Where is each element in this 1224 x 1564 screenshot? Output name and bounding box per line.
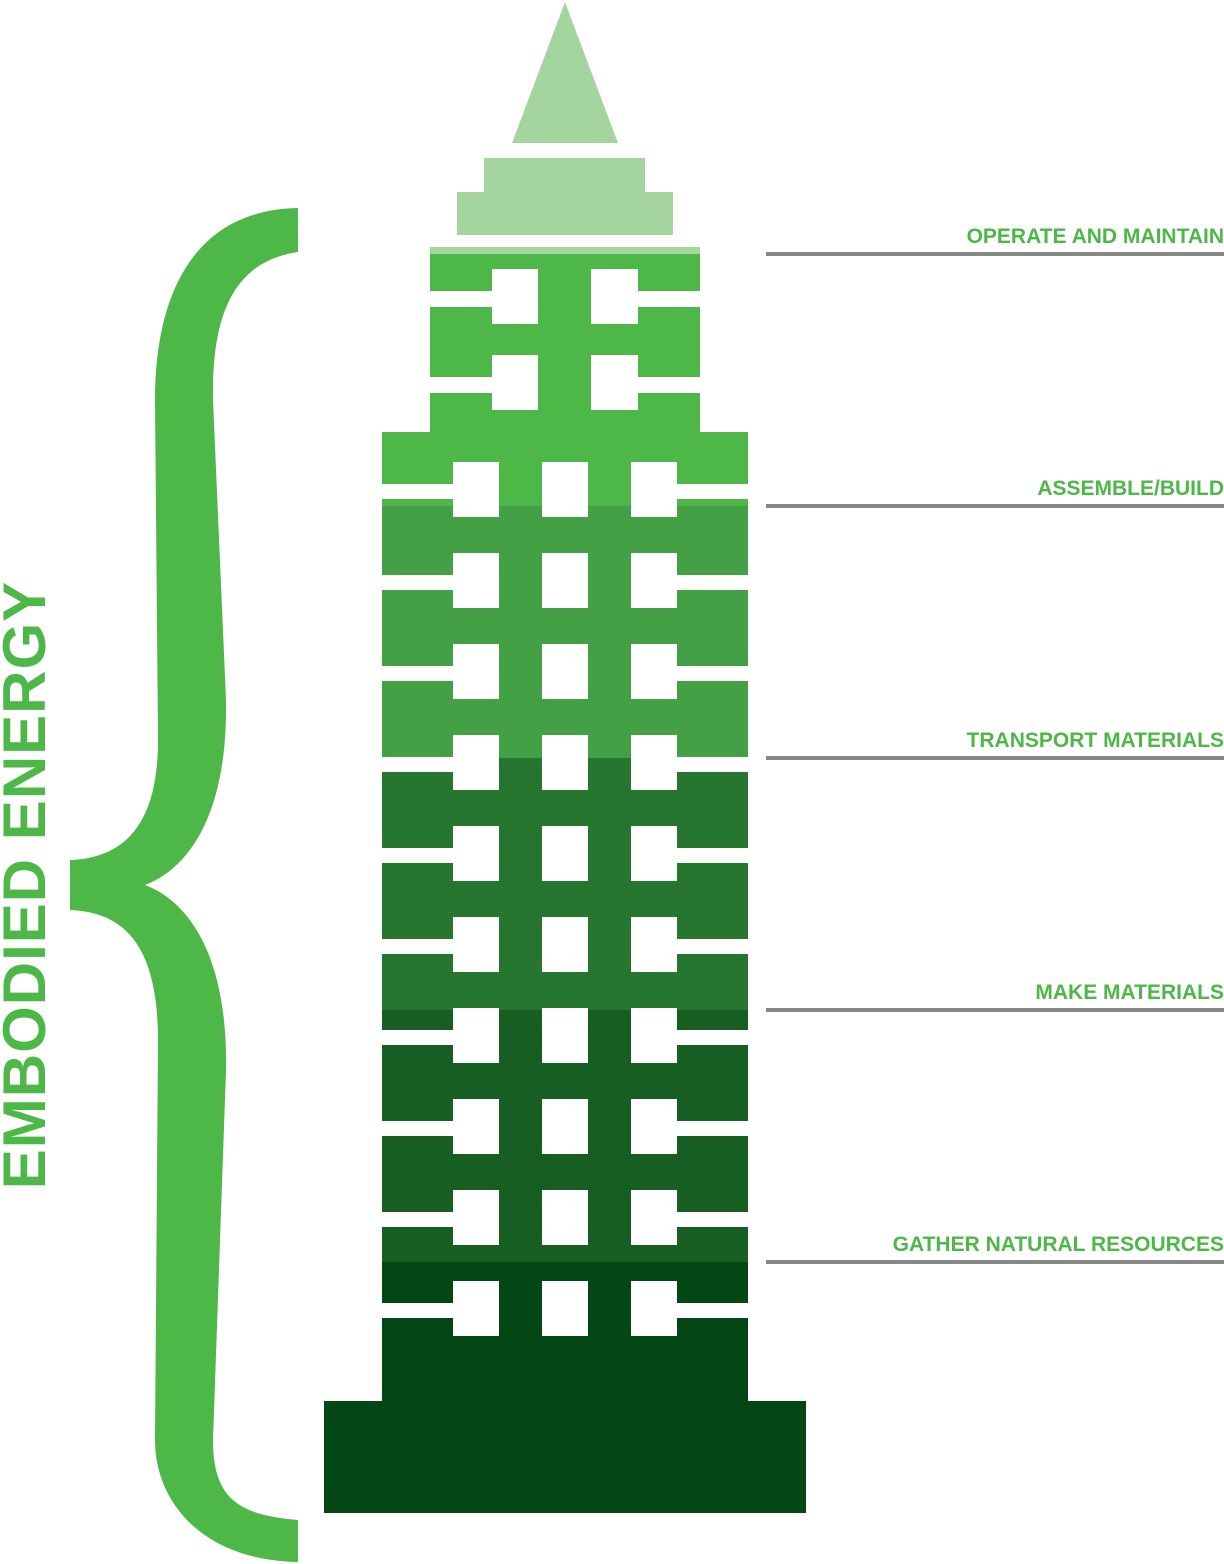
stage-label: MAKE MATERIALS — [1035, 981, 1224, 1004]
floor-gap — [380, 575, 455, 590]
stage-divider — [766, 1008, 1224, 1012]
floor-gap — [675, 1303, 750, 1318]
building-windows — [380, 269, 750, 1336]
floor-gap — [675, 1121, 750, 1136]
window — [631, 826, 677, 881]
floor-gap — [675, 484, 750, 499]
window — [542, 1099, 588, 1154]
stage-make-materials: MAKE MATERIALS — [766, 982, 1224, 1012]
window — [453, 553, 499, 608]
window — [492, 269, 538, 324]
floor-gap — [380, 939, 455, 954]
floor-gap — [675, 939, 750, 954]
window — [542, 1008, 588, 1063]
floor-gap — [380, 1303, 455, 1318]
window — [631, 644, 677, 699]
floor-gap — [675, 1030, 750, 1045]
window — [453, 735, 499, 790]
floor-gap — [380, 757, 455, 772]
window — [453, 917, 499, 972]
window — [453, 1190, 499, 1245]
window — [631, 735, 677, 790]
building-band — [324, 758, 806, 1010]
window — [631, 1099, 677, 1154]
window — [542, 1190, 588, 1245]
window — [542, 553, 588, 608]
window — [453, 462, 499, 517]
floor-gap — [380, 1212, 455, 1227]
floor-gap — [636, 377, 702, 393]
floor-gap — [428, 377, 494, 393]
stage-divider — [766, 252, 1224, 256]
window — [453, 826, 499, 881]
floor-gap — [380, 1030, 455, 1045]
stage-label: ASSEMBLE/BUILD — [1037, 477, 1224, 500]
window — [631, 462, 677, 517]
stage-divider — [766, 1260, 1224, 1264]
window — [492, 355, 538, 410]
stage-label: GATHER NATURAL RESOURCES — [892, 1233, 1224, 1256]
stage-divider — [766, 504, 1224, 508]
window — [542, 644, 588, 699]
floor-gap — [380, 1121, 455, 1136]
window — [542, 735, 588, 790]
floor-gap — [380, 666, 455, 681]
floor-gap — [675, 575, 750, 590]
floor-gap — [428, 291, 494, 307]
floor-gap — [675, 666, 750, 681]
spire — [430, 2, 700, 255]
floor-gap — [380, 484, 455, 499]
curly-brace — [70, 208, 298, 1562]
stage-label: OPERATE AND MAINTAIN — [966, 225, 1224, 248]
window — [631, 553, 677, 608]
floor-gap — [675, 1212, 750, 1227]
stage-operate-maintain: OPERATE AND MAINTAIN — [766, 226, 1224, 256]
stage-transport-materials: TRANSPORT MATERIALS — [766, 730, 1224, 760]
window — [453, 1281, 499, 1336]
floor-gap — [675, 848, 750, 863]
floor-gap — [675, 757, 750, 772]
window — [631, 1281, 677, 1336]
window — [453, 1099, 499, 1154]
floor-gap — [380, 848, 455, 863]
window — [453, 1008, 499, 1063]
stage-assemble-build: ASSEMBLE/BUILD — [766, 478, 1224, 508]
window — [542, 462, 588, 517]
window — [631, 917, 677, 972]
window — [542, 917, 588, 972]
building-band — [324, 506, 806, 758]
window — [542, 826, 588, 881]
stage-label: TRANSPORT MATERIALS — [966, 729, 1224, 752]
window — [631, 1008, 677, 1063]
window — [591, 269, 638, 324]
floor-gap — [636, 291, 702, 307]
window — [453, 644, 499, 699]
stage-gather-resources: GATHER NATURAL RESOURCES — [766, 1234, 1224, 1264]
embodied-energy-title: EMBODIED ENERGY — [0, 580, 58, 1190]
window — [591, 355, 638, 410]
stage-divider — [766, 756, 1224, 760]
window — [631, 1190, 677, 1245]
window — [542, 1281, 588, 1336]
